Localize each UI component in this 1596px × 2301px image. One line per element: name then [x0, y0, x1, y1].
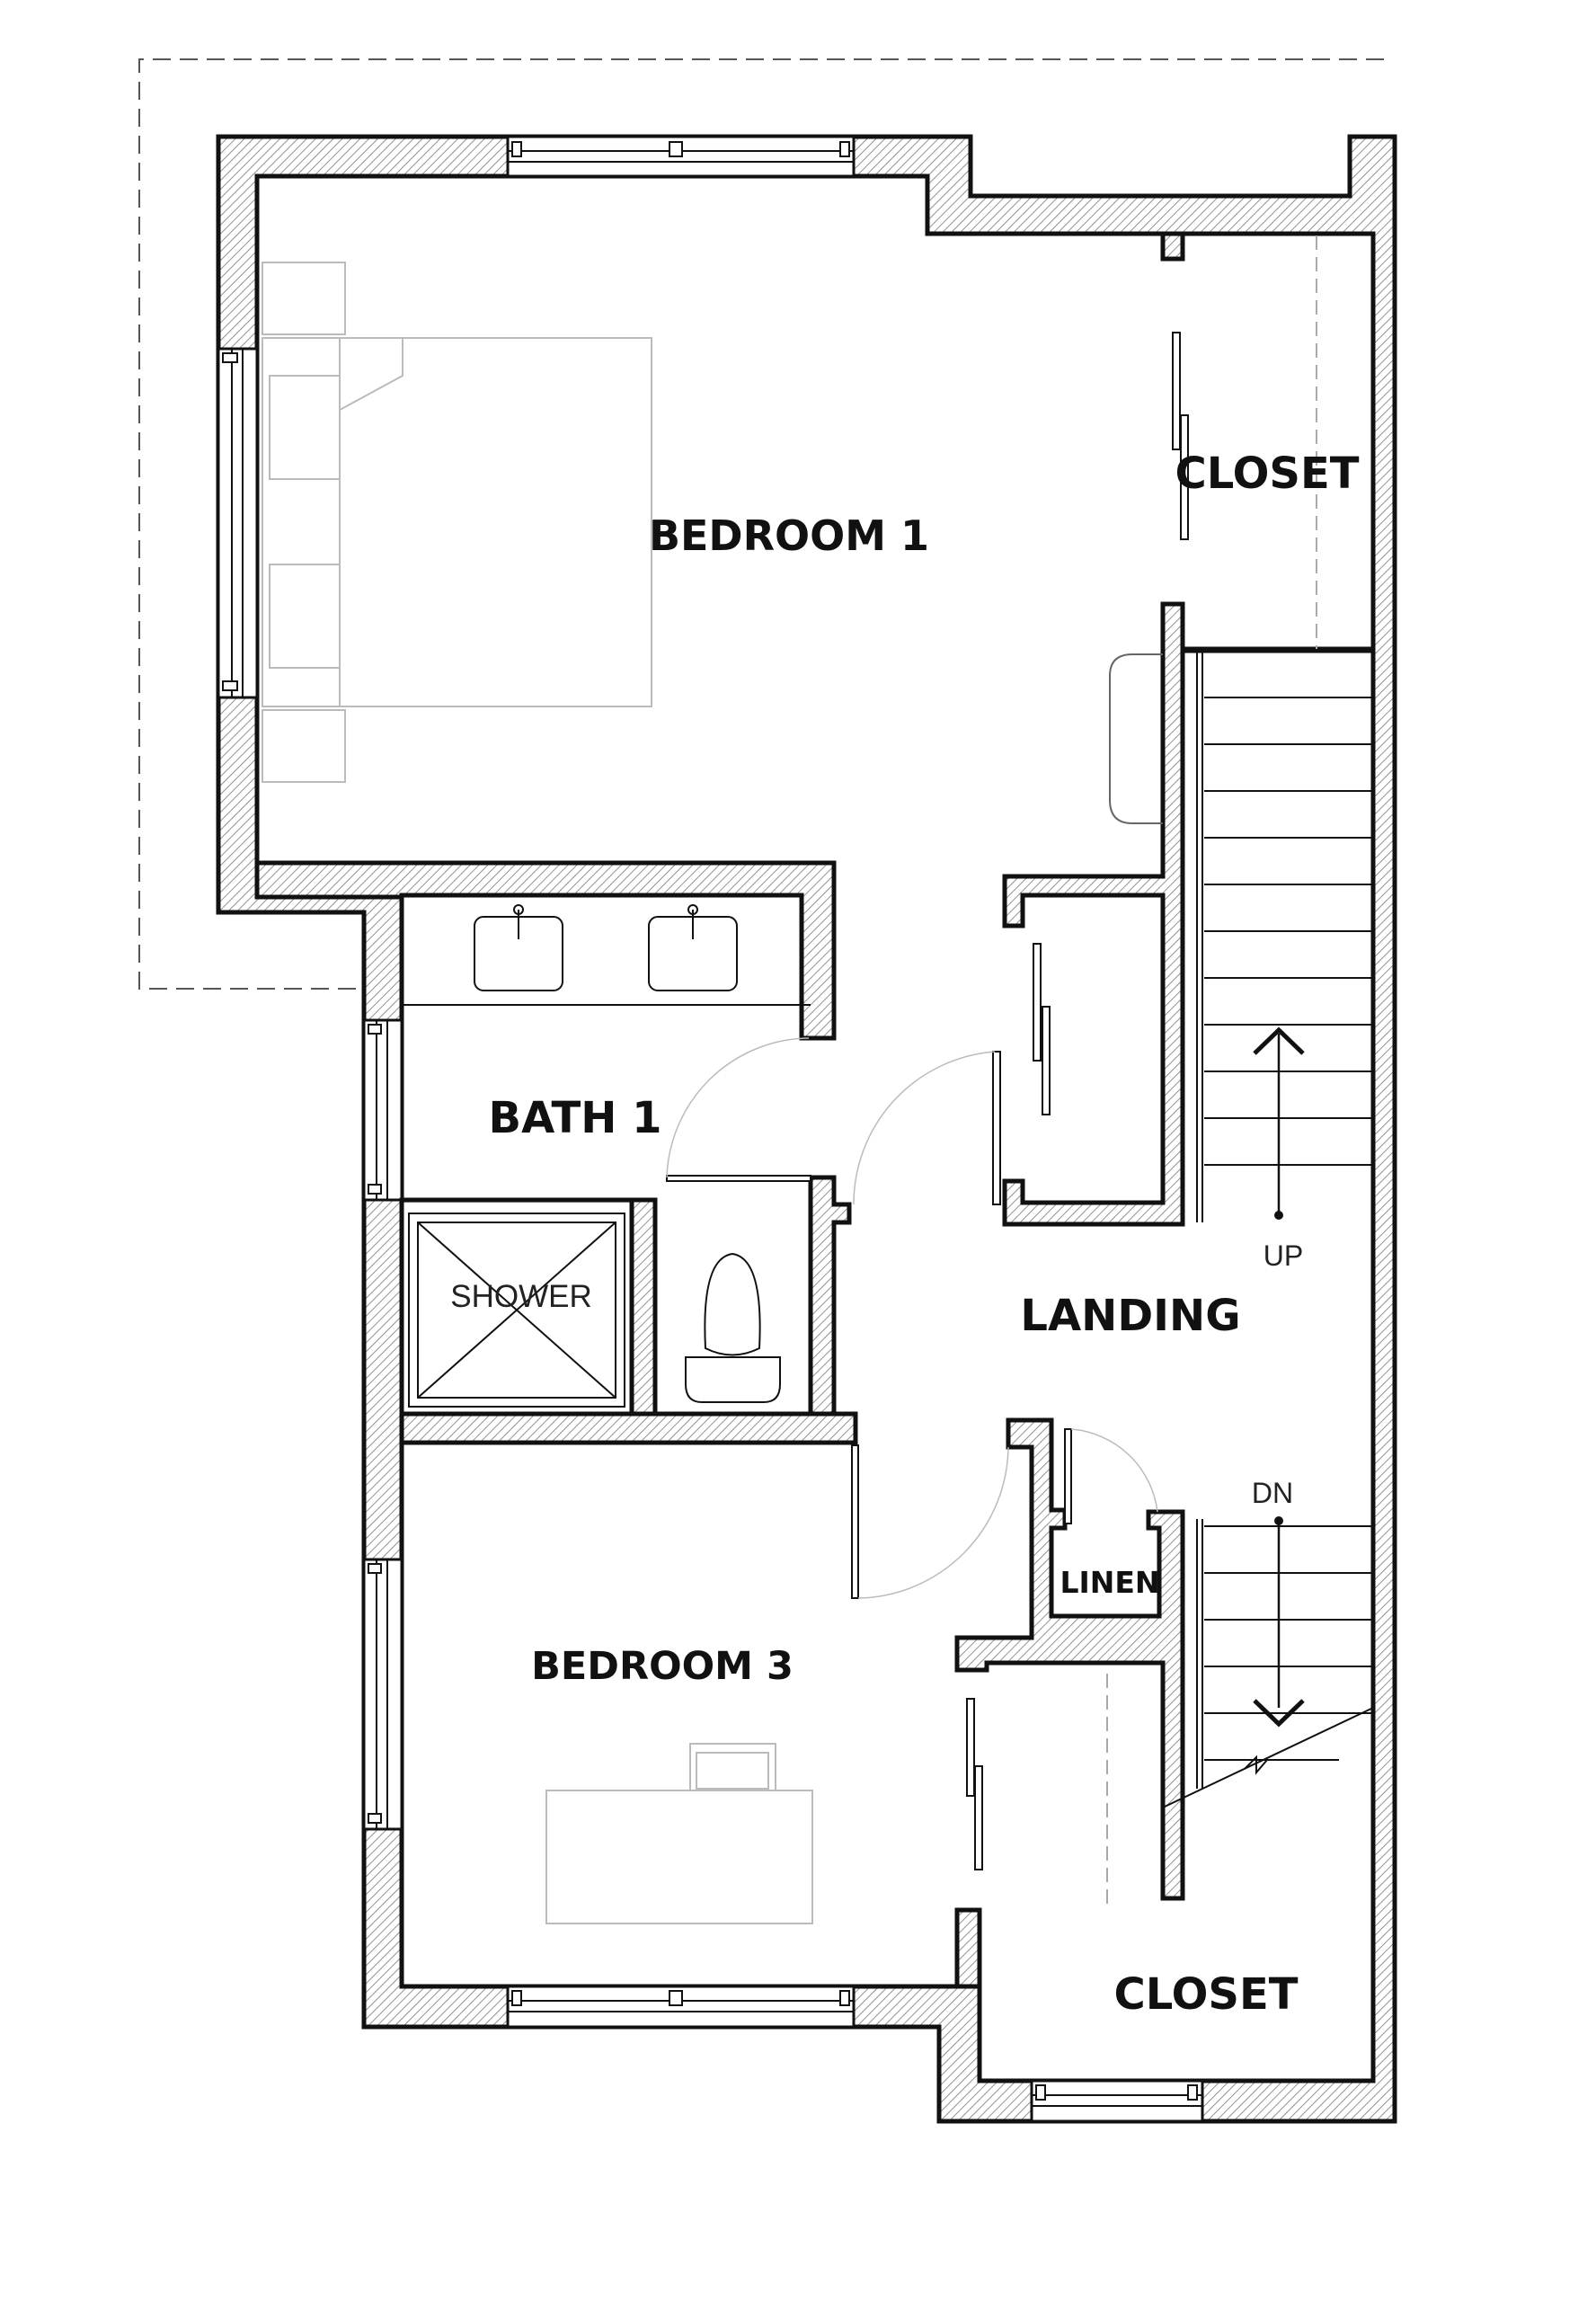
room-label-bedroom1: BEDROOM 1 [649, 511, 929, 560]
window-top-bedroom1 [506, 135, 856, 178]
wall-closet-stub [1160, 231, 1185, 262]
window-left-bedroom3 [362, 1558, 403, 1831]
sink-left [474, 904, 563, 991]
shower-pan [408, 1213, 625, 1408]
stair-up [1196, 651, 1373, 1222]
room-label-bedroom3: BEDROOM 3 [531, 1644, 794, 1689]
wall-closet-stair [1002, 601, 1376, 1227]
room-label-closet-top: CLOSET [1175, 449, 1359, 499]
landing-closet-doors [853, 943, 1051, 1205]
room-label-linen: LINEN [1060, 1565, 1159, 1600]
stair-down [1164, 1516, 1374, 1808]
closet-top-doors [1172, 332, 1189, 540]
toilet [685, 1252, 781, 1403]
bath-door [666, 1037, 811, 1182]
overhang-outline [138, 58, 1384, 990]
wall-bedroom1-south [254, 860, 837, 1041]
room-label-landing: LANDING [1020, 1291, 1240, 1341]
window-left-bedroom1 [217, 347, 259, 699]
bed [262, 337, 652, 707]
desk [545, 1743, 813, 1924]
interior-walls [254, 231, 1376, 1901]
window-bottom-bedroom3 [506, 1985, 856, 2029]
room-label-closet-bottom: CLOSET [1113, 1969, 1298, 2020]
sink-right [648, 904, 738, 991]
room-label-bath1: BATH 1 [488, 1093, 661, 1143]
linen-door [1064, 1428, 1158, 1524]
room-label-shower: SHOWER [450, 1279, 592, 1314]
stair-landing-rail [1109, 653, 1163, 824]
wall-wc-east [808, 1175, 858, 1445]
bedroom3-door [851, 1444, 1009, 1599]
wall-linen [954, 1417, 1185, 1901]
wall-shower-wc [629, 1197, 658, 1417]
window-bottom-closet [1030, 2079, 1204, 2123]
closet-bottom-doors [966, 1698, 983, 1870]
stair-down-label: DN [1252, 1477, 1293, 1509]
stair-up-label: UP [1264, 1239, 1303, 1272]
window-left-bath1 [362, 1018, 403, 1202]
wall-bath-south [399, 1411, 858, 1445]
nightstands [262, 262, 346, 783]
wall-closet-bottom-stub [954, 1907, 982, 1989]
